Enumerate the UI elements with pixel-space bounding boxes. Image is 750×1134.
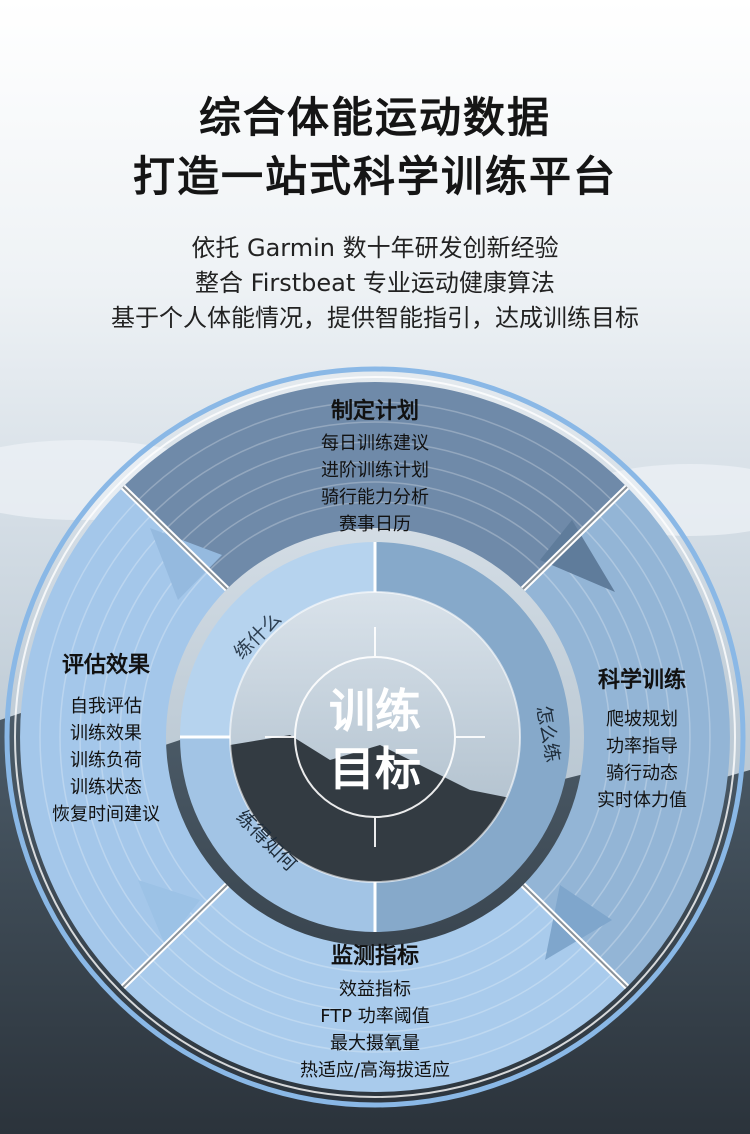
subtitle-line-2: 整合 Firstbeat 专业运动健康算法 — [195, 269, 555, 297]
plan-item: 骑行能力分析 — [321, 487, 429, 508]
evaluate-item: 训练负荷 — [70, 750, 142, 771]
plan-item: 进阶训练计划 — [321, 460, 429, 481]
segment-evaluate — [20, 487, 227, 987]
segment-plan — [123, 382, 627, 589]
train-item: 实时体力值 — [597, 790, 687, 811]
train-item: 功率指导 — [606, 736, 678, 757]
train-title: 科学训练 — [598, 667, 686, 693]
evaluate-item: 训练状态 — [70, 777, 142, 798]
plan-item: 赛事日历 — [339, 514, 411, 535]
arrow-plan-to-train — [540, 520, 615, 592]
middle-ring-right — [375, 542, 570, 932]
plan-item: 每日训练建议 — [321, 433, 429, 454]
outer-accent-ring — [4, 366, 746, 1108]
headline-line-1: 综合体能运动数据 — [198, 93, 551, 142]
subtitle-line-1: 依托 Garmin 数十年研发创新经验 — [191, 234, 559, 262]
headline-line-2: 打造一站式科学训练平台 — [132, 152, 617, 201]
segment-monitor — [123, 885, 627, 1092]
evaluate-item: 恢复时间建议 — [52, 804, 160, 825]
center-title-line-2: 目标 — [329, 742, 421, 796]
outer-thin-ring — [14, 376, 736, 1098]
arrow-train-to-monitor — [545, 885, 612, 960]
center-title-line-1: 训练 — [329, 684, 421, 738]
monitor-item: 热适应/高海拔适应 — [300, 1060, 450, 1081]
monitor-item: FTP 功率阈值 — [320, 1006, 430, 1027]
monitor-item: 效益指标 — [339, 979, 411, 1000]
segment-train — [523, 487, 730, 987]
arrow-monitor-to-evaluate — [138, 880, 200, 945]
evaluate-item: 自我评估 — [70, 696, 142, 717]
train-item: 爬坡规划 — [606, 709, 678, 730]
crosshair — [265, 627, 485, 847]
evaluate-title: 评估效果 — [62, 652, 150, 678]
train-item: 骑行动态 — [606, 763, 678, 784]
subtitle-line-3: 基于个人体能情况，提供智能指引，达成训练目标 — [111, 304, 639, 332]
evaluate-item: 训练效果 — [70, 723, 142, 744]
monitor-title: 监测指标 — [331, 943, 419, 969]
middle-ring-top-left — [180, 542, 375, 737]
middle-ring-bottom-left — [180, 737, 375, 932]
monitor-item: 最大摄氧量 — [330, 1033, 420, 1054]
plan-title: 制定计划 — [331, 398, 419, 424]
arrow-evaluate-to-plan — [150, 528, 222, 600]
